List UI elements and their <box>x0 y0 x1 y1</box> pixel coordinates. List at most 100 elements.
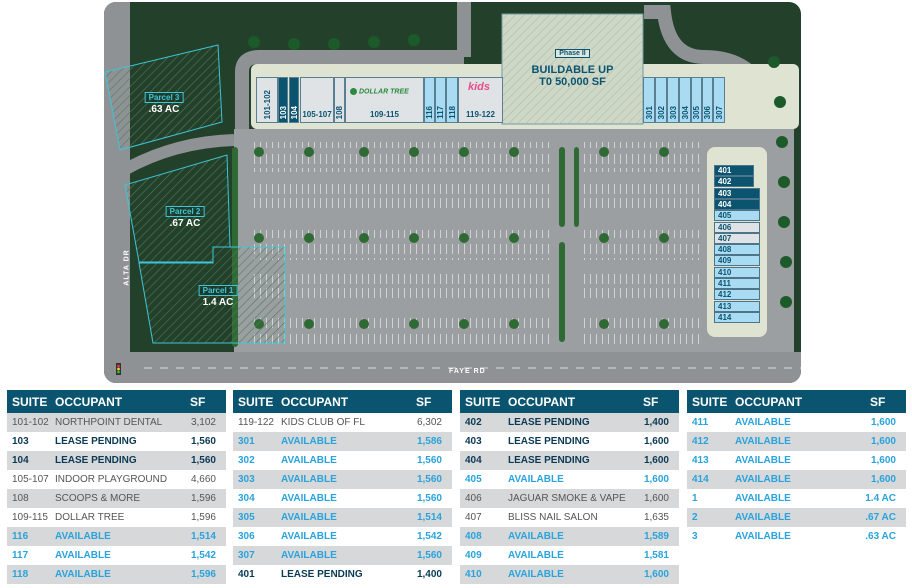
unit-302[interactable]: 302 <box>655 77 667 123</box>
unit-117[interactable]: 117 <box>435 77 446 123</box>
suite-cell: 410 <box>465 569 482 580</box>
table-row[interactable]: 117 AVAILABLE 1,542 <box>7 546 226 565</box>
unit-108[interactable]: 108 <box>334 77 345 123</box>
unit-401[interactable]: 401 <box>714 165 754 176</box>
table-row[interactable]: 101-102 NORTHPOINT DENTAL 3,102 <box>7 413 226 432</box>
table-row[interactable]: 402 LEASE PENDING 1,400 <box>460 413 679 432</box>
unit-402[interactable]: 402 <box>714 176 754 188</box>
table-row[interactable]: 414 AVAILABLE 1,600 <box>687 470 906 489</box>
table-row[interactable]: 302 AVAILABLE 1,560 <box>233 451 452 470</box>
parcel-2-label[interactable]: Parcel 2 <box>165 206 205 217</box>
unit-304[interactable]: 304 <box>679 77 691 123</box>
kids-club-logo: kids <box>468 81 491 93</box>
table-row[interactable]: 118 AVAILABLE 1,596 <box>7 565 226 584</box>
occupant-cell: JAGUAR SMOKE & VAPE <box>508 493 626 504</box>
occupant-cell: INDOOR PLAYGROUND <box>55 474 168 485</box>
table-row[interactable]: 404 LEASE PENDING 1,600 <box>460 451 679 470</box>
suite-cell: 101-102 <box>12 417 49 428</box>
suite-cell: 412 <box>692 436 709 447</box>
table-row[interactable]: 109-115 DOLLAR TREE 1,596 <box>7 508 226 527</box>
table-row[interactable]: 307 AVAILABLE 1,560 <box>233 546 452 565</box>
table-row[interactable]: 304 AVAILABLE 1,560 <box>233 489 452 508</box>
table-row[interactable]: 104 LEASE PENDING 1,560 <box>7 451 226 470</box>
unit-413[interactable]: 413 <box>714 300 760 312</box>
occupant-cell: AVAILABLE <box>735 531 791 542</box>
unit-label: 306 <box>703 105 712 119</box>
unit-408[interactable]: 408 <box>714 244 760 256</box>
table-row[interactable]: 401 LEASE PENDING 1,400 <box>233 565 452 584</box>
unit-109-115[interactable]: 109-115 <box>345 77 424 123</box>
unit-414[interactable]: 414 <box>714 311 760 323</box>
unit-412[interactable]: 412 <box>714 289 760 301</box>
table-row[interactable]: 119-122 KIDS CLUB OF FL 6,302 <box>233 413 452 432</box>
table-header: SUITE OCCUPANT SF <box>233 390 452 413</box>
table-row[interactable]: 410 AVAILABLE 1,600 <box>460 565 679 584</box>
table-row[interactable]: 103 LEASE PENDING 1,560 <box>7 432 226 451</box>
table-row[interactable]: 108 SCOOPS & MORE 1,596 <box>7 489 226 508</box>
table-row[interactable]: 409 AVAILABLE 1,581 <box>460 546 679 565</box>
unit-105-107[interactable]: 105-107 <box>300 77 334 123</box>
table-row[interactable]: 301 AVAILABLE 1,586 <box>233 432 452 451</box>
table-row[interactable]: 406 JAGUAR SMOKE & VAPE 1,600 <box>460 489 679 508</box>
sf-cell: 1,560 <box>416 493 442 504</box>
occupant-cell: AVAILABLE <box>735 512 791 523</box>
parcel-1-label[interactable]: Parcel 1 <box>198 285 238 296</box>
unit-410[interactable]: 410 <box>714 266 760 278</box>
unit-301[interactable]: 301 <box>643 77 655 123</box>
unit-116[interactable]: 116 <box>424 77 435 123</box>
suite-cell: 103 <box>12 436 29 447</box>
suite-cell: 411 <box>692 417 709 428</box>
occupant-cell: AVAILABLE <box>735 455 791 466</box>
occupant-cell: LEASE PENDING <box>55 455 137 466</box>
suite-cell: 306 <box>238 531 255 542</box>
table-row[interactable]: 305 AVAILABLE 1,514 <box>233 508 452 527</box>
unit-label: 118 <box>447 106 457 119</box>
suite-cell: 304 <box>238 493 255 504</box>
unit-119-122[interactable]: 119-122 <box>458 77 503 123</box>
unit-104[interactable]: 104 <box>289 77 299 123</box>
unit-101-102[interactable]: 101-102 <box>256 77 278 123</box>
table-row[interactable]: 2 AVAILABLE .67 AC <box>687 508 906 527</box>
occupant-cell: AVAILABLE <box>735 436 791 447</box>
table-row[interactable]: 408 AVAILABLE 1,589 <box>460 527 679 546</box>
table-row[interactable]: 407 BLISS NAIL SALON 1,635 <box>460 508 679 527</box>
phase-2-block[interactable]: Phase II BUILDABLE UP T0 50,000 SF <box>502 42 643 88</box>
table-row[interactable]: 1 AVAILABLE 1.4 AC <box>687 489 906 508</box>
occupant-cell: DOLLAR TREE <box>55 512 125 523</box>
dollar-tree-logo-text: DOLLAR TREE <box>359 88 409 96</box>
unit-label: 301 <box>644 105 654 119</box>
table-row[interactable]: 411 AVAILABLE 1,600 <box>687 413 906 432</box>
occupant-cell: LEASE PENDING <box>55 436 137 447</box>
unit-306[interactable]: 306 <box>702 77 713 123</box>
unit-404[interactable]: 404 <box>714 198 760 210</box>
suite-cell: 413 <box>692 455 709 466</box>
unit-103[interactable]: 103 <box>278 77 288 123</box>
suite-cell: 119-122 <box>238 417 274 428</box>
tree-icon <box>350 88 357 95</box>
unit-305[interactable]: 305 <box>691 77 702 123</box>
suite-cell: 118 <box>12 569 29 580</box>
table-row[interactable]: 3 AVAILABLE .63 AC <box>687 527 906 546</box>
table-row[interactable]: 306 AVAILABLE 1,542 <box>233 527 452 546</box>
table-row[interactable]: 105-107 INDOOR PLAYGROUND 4,660 <box>7 470 226 489</box>
table-row[interactable]: 405 AVAILABLE 1,600 <box>460 470 679 489</box>
sf-cell: 1,542 <box>416 531 442 542</box>
sf-header: SF <box>416 394 432 409</box>
sf-cell: 1,514 <box>190 531 216 542</box>
unit-307[interactable]: 307 <box>713 77 725 123</box>
parcel-3-label[interactable]: Parcel 3 <box>144 92 184 103</box>
table-row[interactable]: 413 AVAILABLE 1,600 <box>687 451 906 470</box>
table-row[interactable]: 403 LEASE PENDING 1,600 <box>460 432 679 451</box>
unit-403[interactable]: 403 <box>714 187 760 199</box>
unit-409[interactable]: 409 <box>714 255 760 267</box>
table-row[interactable]: 303 AVAILABLE 1,560 <box>233 470 452 489</box>
table-row[interactable]: 116 AVAILABLE 1,514 <box>7 527 226 546</box>
unit-118[interactable]: 118 <box>446 77 458 123</box>
unit-405[interactable]: 405 <box>714 210 760 222</box>
unit-406[interactable]: 406 <box>714 221 760 233</box>
suite-header: SUITE <box>12 394 48 409</box>
unit-407[interactable]: 407 <box>714 232 760 244</box>
table-row[interactable]: 412 AVAILABLE 1,600 <box>687 432 906 451</box>
unit-411[interactable]: 411 <box>714 278 760 289</box>
unit-303[interactable]: 303 <box>667 77 679 123</box>
